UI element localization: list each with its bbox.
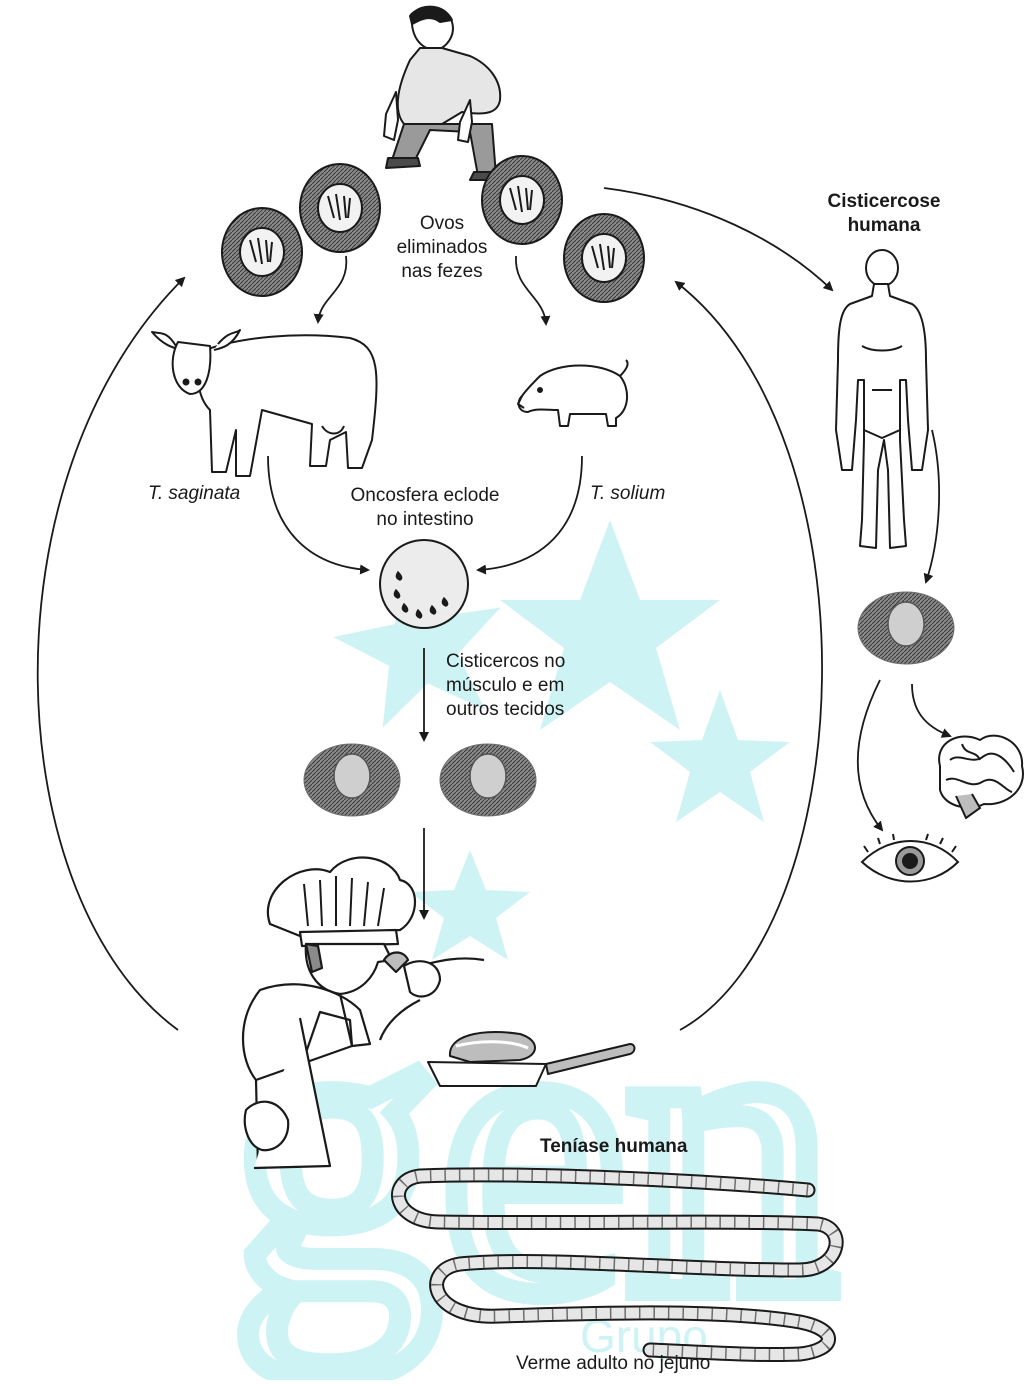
human-cysticercosis-title-line-2: humana [806, 214, 962, 238]
human-cysticercus [858, 592, 954, 664]
cysticercus-1 [304, 744, 400, 816]
cysticerci-label-line-3: outros tecidos [446, 698, 565, 722]
oncosphere-label-line-1: Oncosfera eclode [330, 484, 520, 508]
left-return-arc [38, 278, 184, 1030]
arrow-eggs-to-pig [516, 256, 546, 324]
eggs-label: Ovos eliminados nas fezes [378, 212, 506, 284]
arrow-human-to-cyst [926, 430, 939, 582]
eggs-label-line-2: eliminados [378, 236, 506, 260]
eggs-label-line-3: nas fezes [378, 260, 506, 284]
arrow-cyst-to-brain [912, 684, 950, 736]
egg-4 [564, 214, 644, 302]
human-cysticercosis-title: Cisticercose humana [806, 190, 962, 238]
arrow-cyst-to-eye [858, 680, 882, 830]
adult-worm-label: Verme adulto no jejuno [516, 1352, 710, 1376]
defecating-man-figure [384, 7, 502, 180]
oncosphere-label-line-2: no intestino [330, 508, 520, 532]
egg-2 [300, 164, 380, 252]
cysticercus-2 [440, 744, 536, 816]
oncosphere [380, 540, 468, 628]
cysticerci-label-line-1: Cisticercos no [446, 650, 565, 674]
egg-1 [222, 208, 302, 296]
t-solium-label: T. solium [590, 482, 665, 506]
human-taeniasis-title: Teníase humana [540, 1135, 687, 1159]
arrow-eggs-to-cow [318, 256, 346, 322]
t-saginata-label: T. saginata [148, 482, 240, 506]
brain-icon [939, 736, 1023, 818]
cow-figure [152, 330, 377, 476]
pig-figure [518, 360, 628, 426]
oncosphere-label: Oncosfera eclode no intestino [330, 484, 520, 532]
eggs-label-line-1: Ovos [378, 212, 506, 236]
eye-icon [862, 834, 958, 882]
cysticerci-label: Cisticercos no músculo e em outros tecid… [446, 650, 565, 722]
human-figure [836, 250, 928, 548]
cysticerci-label-line-2: músculo e em [446, 674, 565, 698]
human-cysticercosis-title-line-1: Cisticercose [806, 190, 962, 214]
